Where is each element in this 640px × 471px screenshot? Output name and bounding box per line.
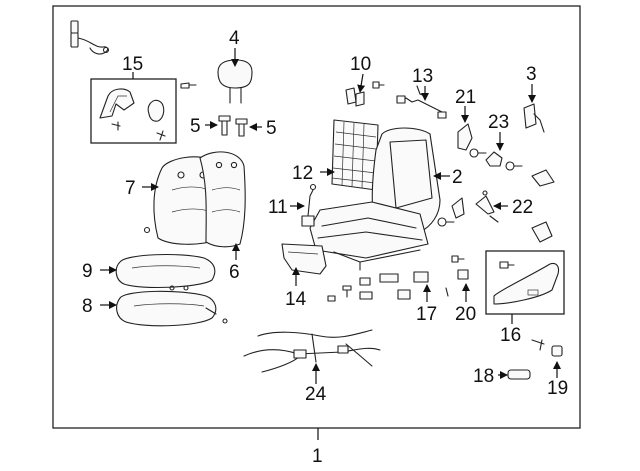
seatback-pad-part-6 bbox=[199, 151, 246, 248]
callout-14: 14 bbox=[285, 289, 307, 310]
link-part-3 bbox=[523, 103, 545, 133]
part-15-kit bbox=[90, 78, 177, 144]
headrest-part-4 bbox=[217, 59, 253, 104]
side-shield-part-14 bbox=[281, 243, 327, 275]
callout-22: 22 bbox=[512, 197, 533, 218]
hook-part-23 bbox=[485, 151, 555, 187]
callout-8: 8 bbox=[82, 296, 93, 317]
callout-23: 23 bbox=[488, 112, 509, 133]
callout-9: 9 bbox=[82, 261, 93, 282]
clip-part-10 bbox=[345, 87, 365, 107]
cap-part-18 bbox=[507, 369, 531, 380]
callout-11: 11 bbox=[268, 197, 288, 218]
callout-15: 15 bbox=[122, 54, 143, 75]
callout-19: 19 bbox=[547, 378, 568, 399]
callout-7: 7 bbox=[125, 178, 136, 199]
callout-1: 1 bbox=[312, 446, 323, 467]
bolt-part bbox=[180, 82, 197, 89]
wiring-connector-part bbox=[70, 20, 110, 55]
bolt-part-19 bbox=[531, 339, 563, 357]
callout-16: 16 bbox=[500, 325, 521, 346]
callout-5-left: 5 bbox=[190, 116, 201, 137]
cushion-pad-part-8 bbox=[116, 290, 228, 327]
callout-10: 10 bbox=[350, 54, 371, 75]
callout-24: 24 bbox=[305, 384, 327, 405]
callout-18: 18 bbox=[473, 366, 494, 387]
seat-track-assembly bbox=[309, 201, 429, 271]
callout-5-right: 5 bbox=[266, 118, 277, 139]
callout-21: 21 bbox=[455, 87, 476, 108]
callout-12: 12 bbox=[292, 163, 313, 184]
small-fasteners bbox=[327, 277, 373, 302]
callout-3: 3 bbox=[526, 64, 537, 85]
bracket-part-22 bbox=[437, 190, 553, 243]
bracket-part-21 bbox=[457, 123, 487, 158]
cushion-cover-part-9 bbox=[115, 253, 216, 291]
bolt-part bbox=[372, 81, 385, 89]
callout-20: 20 bbox=[455, 304, 476, 325]
sensor-part-11 bbox=[301, 183, 317, 227]
assembly-frame bbox=[52, 5, 581, 429]
callout-13: 13 bbox=[412, 66, 433, 87]
callout-6: 6 bbox=[229, 262, 240, 283]
harness-part-13 bbox=[396, 85, 447, 119]
wire-harness-part-24 bbox=[243, 329, 381, 373]
clip-part bbox=[143, 226, 151, 234]
leader-10 bbox=[357, 73, 366, 93]
callout-17: 17 bbox=[416, 304, 437, 325]
callout-4: 4 bbox=[229, 28, 240, 49]
headrest-guides-part-5 bbox=[218, 115, 248, 137]
callout-2: 2 bbox=[452, 167, 463, 188]
clip-part-20 bbox=[445, 255, 469, 297]
spring-mat-part-12 bbox=[331, 119, 379, 191]
trim-kit-part-16 bbox=[485, 250, 565, 315]
clip-part-17 bbox=[379, 271, 429, 300]
